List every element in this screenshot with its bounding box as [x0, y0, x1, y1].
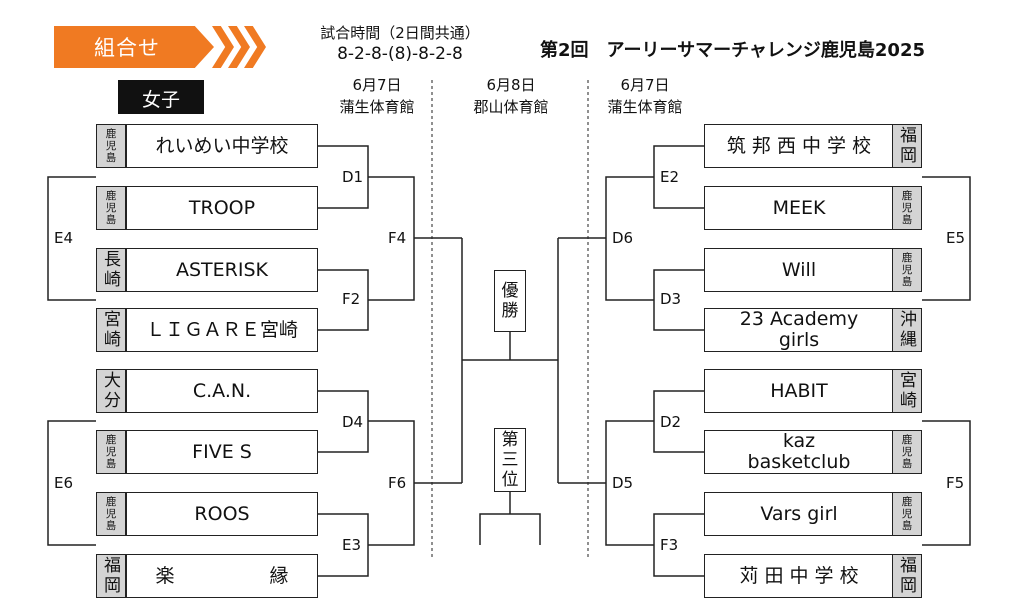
third-place-label: 第三位 [501, 430, 519, 490]
third-place-box: 第三位 [494, 428, 526, 492]
day-date: 6月8日 [486, 76, 536, 94]
prefecture-badge: 福岡 [892, 554, 922, 598]
section-banner: 組合せ [54, 26, 214, 68]
match-label: E5 [946, 229, 966, 247]
team-name: TROOP [126, 186, 318, 230]
match-label: D4 [342, 413, 364, 431]
match-label: D5 [612, 474, 634, 492]
prefecture-badge: 鹿児島 [96, 186, 126, 230]
prefecture-badge: 福岡 [892, 124, 922, 168]
match-label: D6 [612, 229, 634, 247]
team-name: 楽 縁 [126, 554, 318, 598]
prefecture-badge: 沖縄 [892, 308, 922, 352]
prefecture-badge: 鹿児島 [892, 430, 922, 474]
match-label: F3 [660, 536, 679, 554]
day-venue: 蒲生体育館 [607, 98, 683, 116]
prefecture-badge: 鹿児島 [892, 186, 922, 230]
match-label: E4 [54, 229, 74, 247]
prefecture-badge: 鹿児島 [96, 430, 126, 474]
team-name: FIVE S [126, 430, 318, 474]
team-name: ＬＩＧＡＲＥ宮崎 [126, 308, 318, 352]
time-value: 8-2-8-(8)-8-2-8 [337, 44, 463, 64]
team-name: ROOS [126, 492, 318, 536]
category-tag: 女子 [118, 80, 204, 114]
team-name: 筑 邦 西 中 学 校 [704, 124, 894, 168]
match-label: D2 [660, 413, 682, 431]
team-name: ASTERISK [126, 248, 318, 292]
prefecture-badge: 鹿児島 [892, 492, 922, 536]
team-name: HABIT [704, 369, 894, 413]
team-name: Vars girl [704, 492, 894, 536]
match-label: D1 [342, 168, 364, 186]
prefecture-badge: 鹿児島 [892, 248, 922, 292]
team-name: れいめい中学校 [126, 124, 318, 168]
team-name: kaz basketclub [704, 430, 894, 474]
prefecture-badge: 鹿児島 [96, 124, 126, 168]
match-label: E2 [660, 168, 680, 186]
team-name: Will [704, 248, 894, 292]
day-date: 6月7日 [352, 76, 402, 94]
team-name: 苅 田 中 学 校 [704, 554, 894, 598]
prefecture-badge: 大分 [96, 369, 126, 413]
match-label: E3 [342, 536, 362, 554]
team-name: C.A.N. [126, 369, 318, 413]
day-date: 6月7日 [620, 76, 670, 94]
match-label: D3 [660, 290, 682, 308]
champion-label: 優勝 [501, 281, 519, 321]
prefecture-badge: 福岡 [96, 554, 126, 598]
team-name: MEEK [704, 186, 894, 230]
team-name: 23 Academy girls [704, 308, 894, 352]
match-label: F5 [946, 474, 965, 492]
champion-box: 優勝 [494, 270, 526, 332]
prefecture-badge: 鹿児島 [96, 492, 126, 536]
prefecture-badge: 宮崎 [96, 308, 126, 352]
category-label: 女子 [141, 89, 180, 111]
match-label: F2 [342, 290, 361, 308]
day-venue: 蒲生体育館 [339, 98, 415, 116]
match-label: F4 [388, 229, 407, 247]
match-label: F6 [388, 474, 407, 492]
match-label: E6 [54, 474, 74, 492]
section-label: 組合せ [94, 36, 160, 60]
prefecture-badge: 長崎 [96, 248, 126, 292]
event-title: 第2回 アーリーサマーチャレンジ鹿児島2025 [540, 40, 926, 61]
day-venue: 郡山体育館 [473, 98, 549, 116]
prefecture-badge: 宮崎 [892, 369, 922, 413]
time-title: 試合時間（2日間共通） [320, 24, 480, 42]
